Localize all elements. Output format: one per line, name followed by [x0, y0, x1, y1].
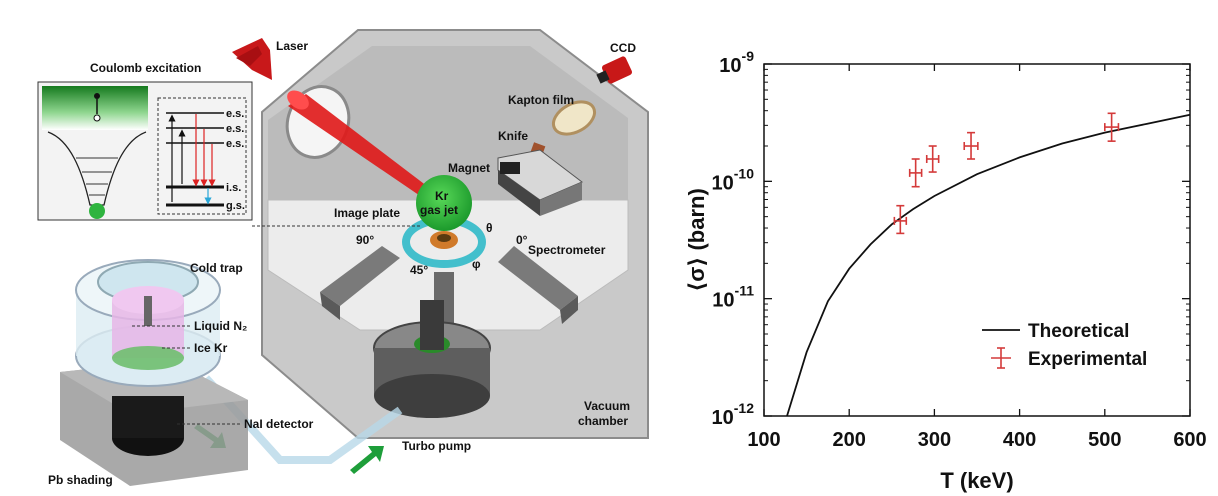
legend-theoretical-label: Theoretical	[1028, 321, 1129, 342]
coulomb-excitation-inset	[37, 81, 253, 221]
level-label: i.s.	[226, 182, 241, 194]
deg90-label: 90°	[356, 233, 374, 247]
experimental-setup-diagram: Coulomb excitation Laser CCD Kapton film…	[37, 29, 649, 487]
laser-label: Laser	[276, 39, 308, 53]
ccd-icon	[596, 56, 633, 84]
magnet	[497, 149, 583, 216]
vacuum-label: Vacuum	[584, 399, 630, 413]
legend-experimental-label: Experimental	[1028, 349, 1147, 370]
cold-trap-assembly	[60, 259, 248, 486]
y-tick-label: 10-9	[719, 48, 754, 77]
x-tick-label: 100	[747, 429, 780, 451]
laser-source-icon	[232, 38, 272, 80]
image-plate-label: Image plate	[334, 206, 400, 220]
gas-jet-label: gas jet	[420, 203, 458, 217]
spectrometer-label: Spectrometer	[528, 243, 606, 257]
y-tick-label: 10-11	[712, 283, 754, 312]
chamber-label: chamber	[578, 414, 628, 428]
x-tick-label: 500	[1088, 429, 1121, 451]
x-tick-label: 600	[1173, 429, 1206, 451]
x-axis-label: T (keV)	[940, 468, 1013, 493]
level-label: e.s.	[226, 138, 244, 150]
phi-label: φ	[472, 257, 481, 271]
deg0-label: 0°	[516, 233, 528, 247]
laser-beam	[287, 90, 440, 204]
level-label: e.s.	[226, 123, 244, 135]
y-tick-label: 10-10	[712, 165, 755, 194]
kr-label: Kr	[435, 189, 449, 203]
theta-label: θ	[486, 221, 493, 235]
spectrometer-90	[320, 246, 400, 320]
leader-lines	[130, 225, 420, 425]
kr-gas-jet	[416, 175, 472, 231]
x-tick-label: 300	[918, 429, 951, 451]
kapton-film-label: Kapton film	[508, 93, 574, 107]
x-tick-label: 400	[1003, 429, 1036, 451]
level-label: g.s.	[226, 200, 245, 212]
nai-detector-label: NaI detector	[244, 417, 314, 431]
theoretical-curve	[786, 113, 1191, 417]
spectrometer-0	[498, 246, 578, 324]
ccd-label: CCD	[610, 41, 636, 55]
y-axis-label: ⟨σ⟩ (barn)	[684, 188, 709, 292]
cross-section-chart: 100 200 300 400 500 600 10-9 10-10 10-11 10-12 T (…	[684, 48, 1207, 493]
level-label: e.s.	[226, 108, 244, 120]
deg45-label: 45°	[410, 263, 428, 277]
plot-frame	[763, 63, 1191, 417]
knife-label: Knife	[498, 129, 528, 143]
ice-kr-label: Ice Kr	[194, 341, 228, 355]
pb-shading-label: Pb shading	[48, 473, 113, 487]
x-tick-label: 200	[833, 429, 866, 451]
y-tick-label: 10-12	[712, 400, 755, 429]
coulomb-excitation-title: Coulomb excitation	[90, 61, 201, 75]
turbo-pump-label: Turbo pump	[402, 439, 471, 453]
cold-trap-label: Cold trap	[190, 261, 243, 275]
kapton-film	[551, 100, 597, 136]
magnet-label: Magnet	[448, 161, 490, 175]
liquid-n2-label: Liquid N₂	[194, 319, 247, 333]
turbo-pump	[373, 300, 491, 418]
